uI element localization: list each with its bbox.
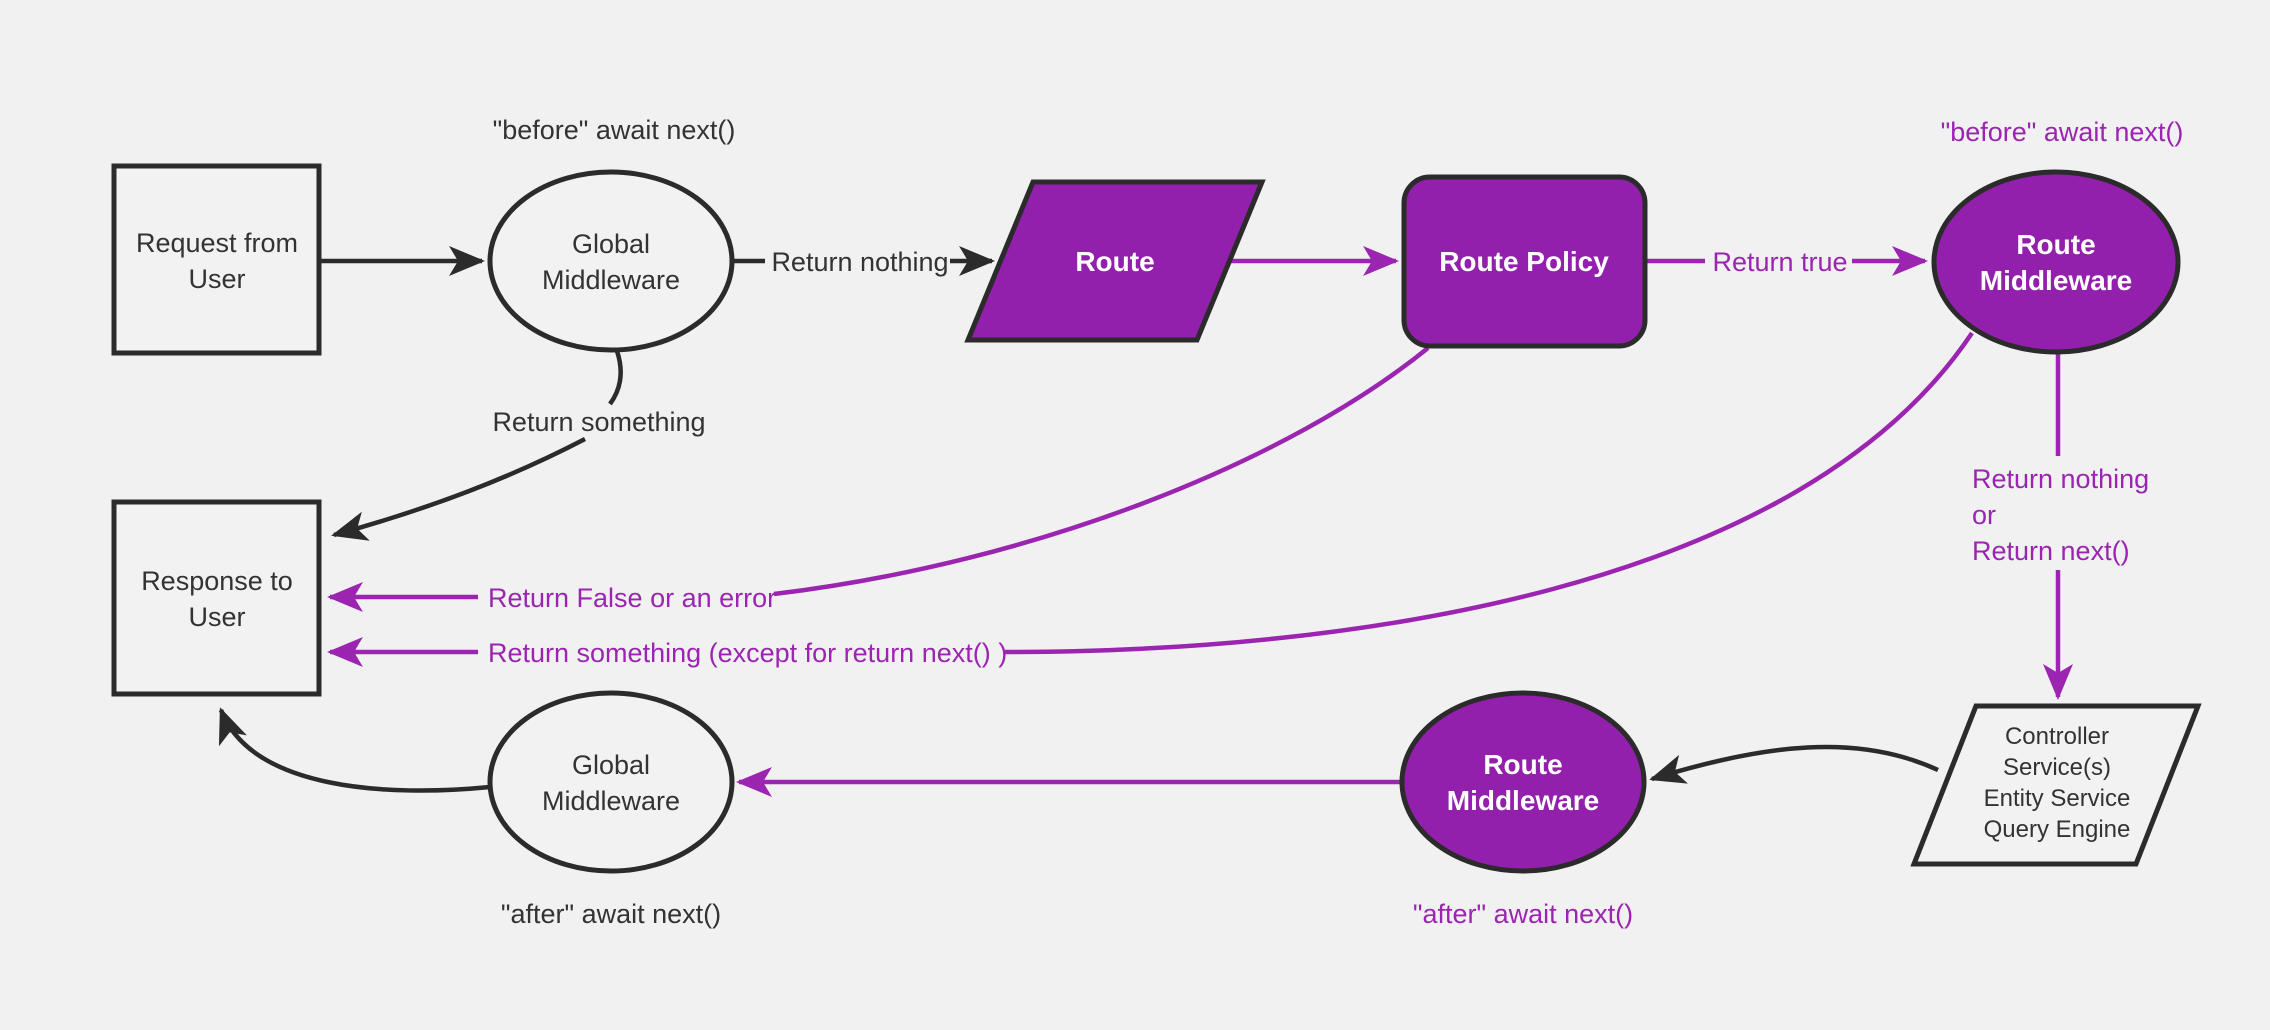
edge-labels: "before" await next() Return nothing Ret… [488,115,2183,929]
request-from-user-label-line-1: Request from [136,228,298,258]
label-return-something-except: Return something (except for return next… [488,638,1007,668]
global-middleware-top-label-line-1: Global [572,229,650,259]
request-from-user-label-line-2: User [188,264,245,294]
node-request-from-user: Request from User [111,163,322,356]
label-return-branch-line-3: Return next() [1972,536,2130,566]
edge-global-to-response-arrow [331,437,587,541]
label-return-something: Return something [492,407,705,437]
node-route: Route [964,179,1266,343]
response-to-user-shape [111,499,322,697]
node-route-middleware-bottom: Route Middleware [1399,690,1647,874]
route-middleware-bottom-shape [1399,690,1647,874]
route-middleware-top-shape [1931,169,2181,355]
response-to-user-label-line-1: Response to [141,566,293,596]
node-route-middleware-top: Route Middleware [1931,169,2181,355]
label-after-await-mid: "after" await next() [1413,899,1633,929]
response-to-user-label-line-2: User [188,602,245,632]
global-middleware-bottom-label-line-1: Global [572,750,650,780]
controller-label-line-2: Service(s) [2003,754,2111,781]
edge-controller-to-route-mw-bottom [1649,744,1939,784]
node-global-middleware-top: Global Middleware [487,169,735,353]
route-middleware-bottom-label-line-2: Middleware [1447,785,1599,816]
label-before-await-right: "before" await next() [1941,117,2184,147]
edge-global-to-response-stub [608,350,624,406]
controller-label-line-1: Controller [2005,723,2109,750]
request-from-user-shape [111,163,322,356]
route-shape [964,179,1266,343]
route-policy-label: Route Policy [1439,246,1609,277]
route-policy-shape [1401,174,1648,349]
label-return-nothing: Return nothing [771,247,948,277]
label-return-false-or-error: Return False or an error [488,583,776,613]
node-controller: Controller Service(s) Entity Service Que… [1910,703,2202,867]
label-return-branch-line-1: Return nothing [1972,464,2149,494]
global-middleware-top-label-line-2: Middleware [542,265,680,295]
controller-label-line-3: Entity Service [1984,785,2131,812]
global-middleware-bottom-shape [487,690,735,874]
node-global-middleware-bottom: Global Middleware [487,690,735,874]
label-before-await-left: "before" await next() [493,115,736,145]
node-response-to-user: Response to User [111,499,322,697]
edge-global-bottom-to-response [218,707,491,793]
node-route-policy: Route Policy [1401,174,1648,349]
controller-shape [1910,703,2202,867]
global-middleware-bottom-label-line-2: Middleware [542,786,680,816]
edges [218,246,2073,797]
route-middleware-bottom-label-line-1: Route [1483,749,1562,780]
controller-label-line-4: Query Engine [1984,816,2131,843]
label-return-branch-line-2: or [1972,500,1996,530]
route-middleware-top-label-line-2: Middleware [1980,265,2132,296]
edge-route-policy-to-response-curve [773,346,1430,597]
route-label: Route [1075,246,1154,277]
route-middleware-top-label-line-1: Route [2016,229,2095,260]
label-return-true: Return true [1712,247,1847,277]
global-middleware-top-shape [487,169,735,353]
label-after-await-left: "after" await next() [501,899,721,929]
edge-route-mw-to-response-curve [1004,331,1974,655]
